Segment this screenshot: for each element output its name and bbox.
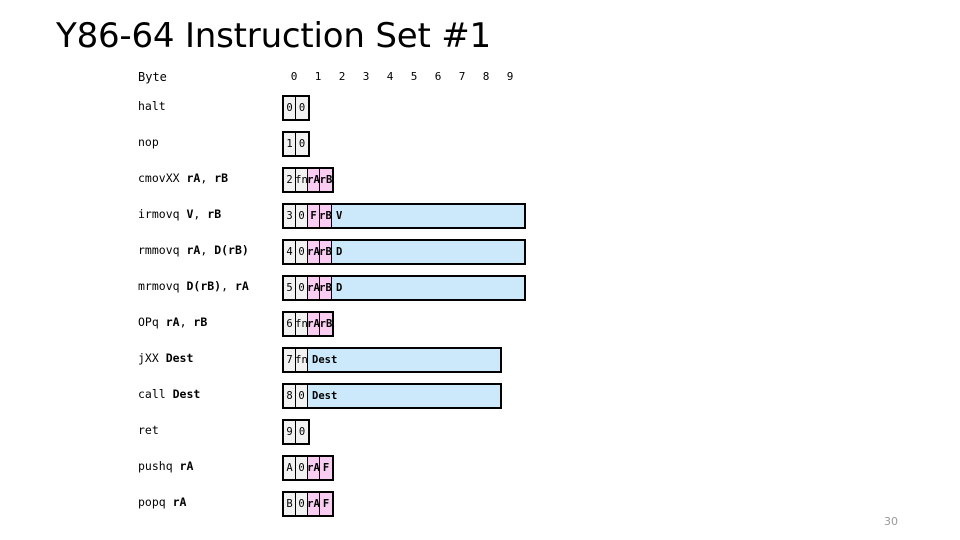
field-pushq-ra: rA bbox=[307, 457, 320, 479]
instruction-label-cmovXX: cmovXX rA, rB bbox=[138, 171, 229, 185]
field-irmovq-3: 3 bbox=[284, 205, 296, 227]
instruction-label-popq: popq rA bbox=[138, 495, 187, 509]
instruction-label-OPq: OPq rA, rB bbox=[138, 315, 208, 329]
byte-tick-7: 7 bbox=[458, 70, 466, 83]
instruction-label-irmovq: irmovq V, rB bbox=[138, 207, 222, 221]
byte-tick-3: 3 bbox=[362, 70, 370, 83]
instruction-label-jXX: jXX Dest bbox=[138, 351, 194, 365]
field-halt-0: 0 bbox=[284, 97, 296, 119]
field-irmovq-rb: rB bbox=[319, 205, 332, 227]
byte-ruler-label: Byte bbox=[138, 70, 167, 84]
field-OPq-ra: rA bbox=[307, 313, 320, 335]
field-mrmovq-ra: rA bbox=[307, 277, 320, 299]
page-title: Y86-64 Instruction Set #1 bbox=[56, 16, 491, 56]
field-halt-0: 0 bbox=[296, 97, 308, 119]
byte-tick-8: 8 bbox=[482, 70, 490, 83]
field-jXX-fn: fn bbox=[295, 349, 308, 371]
field-rmmovq-0: 0 bbox=[296, 241, 308, 263]
field-mrmovq-5: 5 bbox=[284, 277, 296, 299]
field-pushq-0: 0 bbox=[296, 457, 308, 479]
field-ret-0: 0 bbox=[296, 421, 308, 443]
field-OPq-rb: rB bbox=[320, 313, 332, 335]
byte-tick-0: 0 bbox=[290, 70, 298, 83]
byte-tick-2: 2 bbox=[338, 70, 346, 83]
field-call-8: 8 bbox=[284, 385, 296, 407]
field-popq-0: 0 bbox=[296, 493, 308, 515]
field-cmovXX-2: 2 bbox=[284, 169, 296, 191]
field-rmmovq-ra: rA bbox=[307, 241, 320, 263]
field-jXX-7: 7 bbox=[284, 349, 296, 371]
byte-tick-9: 9 bbox=[506, 70, 514, 83]
field-rmmovq-rb: rB bbox=[319, 241, 332, 263]
field-nop-0: 0 bbox=[296, 133, 308, 155]
instruction-label-halt: halt bbox=[138, 99, 166, 113]
page-number: 30 bbox=[884, 515, 898, 528]
field-nop-1: 1 bbox=[284, 133, 296, 155]
field-mrmovq-0: 0 bbox=[296, 277, 308, 299]
field-popq-ra: rA bbox=[307, 493, 320, 515]
field-irmovq-v: V bbox=[332, 205, 524, 227]
field-cmovXX-rb: rB bbox=[320, 169, 332, 191]
instruction-label-nop: nop bbox=[138, 135, 159, 149]
field-cmovXX-fn: fn bbox=[295, 169, 308, 191]
field-ret-9: 9 bbox=[284, 421, 296, 443]
field-pushq-a: A bbox=[284, 457, 296, 479]
field-irmovq-f: F bbox=[308, 205, 320, 227]
field-rmmovq-d: D bbox=[332, 241, 524, 263]
field-rmmovq-4: 4 bbox=[284, 241, 296, 263]
byte-tick-5: 5 bbox=[410, 70, 418, 83]
byte-tick-1: 1 bbox=[314, 70, 322, 83]
byte-tick-6: 6 bbox=[434, 70, 442, 83]
field-mrmovq-d: D bbox=[332, 277, 524, 299]
instruction-label-mrmovq: mrmovq D(rB), rA bbox=[138, 279, 249, 293]
field-mrmovq-rb: rB bbox=[319, 277, 332, 299]
field-pushq-f: F bbox=[320, 457, 332, 479]
field-OPq-fn: fn bbox=[295, 313, 308, 335]
field-call-0: 0 bbox=[296, 385, 308, 407]
field-call-dest: Dest bbox=[308, 385, 500, 407]
instruction-label-rmmovq: rmmovq rA, D(rB) bbox=[138, 243, 249, 257]
instruction-label-call: call Dest bbox=[138, 387, 201, 401]
instruction-label-pushq: pushq rA bbox=[138, 459, 194, 473]
field-jXX-dest: Dest bbox=[308, 349, 500, 371]
field-popq-f: F bbox=[320, 493, 332, 515]
field-cmovXX-ra: rA bbox=[307, 169, 320, 191]
byte-tick-4: 4 bbox=[386, 70, 394, 83]
field-popq-b: B bbox=[284, 493, 296, 515]
instruction-label-ret: ret bbox=[138, 423, 159, 437]
field-OPq-6: 6 bbox=[284, 313, 296, 335]
field-irmovq-0: 0 bbox=[296, 205, 308, 227]
